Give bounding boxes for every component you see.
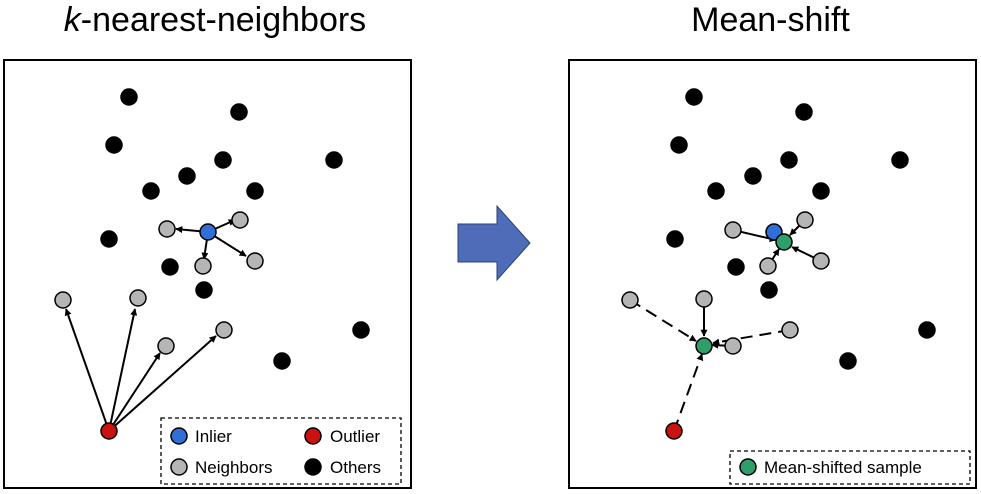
- neighbor-point: [129, 289, 147, 307]
- left-legend: Inlier Outlier Neighbors Others: [160, 417, 402, 485]
- dashed-arrow-neighbor-to-shifted: [712, 329, 791, 346]
- left-panel-frame: [3, 59, 412, 489]
- arrow-outlier-to-neighbor: [108, 352, 161, 432]
- other-point: [744, 167, 762, 185]
- neighbor-point: [759, 257, 777, 275]
- arrow-outlier-to-neighbor: [64, 308, 110, 432]
- other-point: [120, 88, 138, 106]
- dashed-arrow-outlier-to-shifted: [673, 353, 704, 432]
- other-point: [352, 321, 370, 339]
- legend-others-label: Others: [330, 458, 381, 477]
- left-title-rest: -nearest-neighbors: [80, 1, 367, 39]
- other-point: [812, 182, 830, 200]
- legend-neighbors-marker: [170, 458, 188, 476]
- legend-others-marker: [304, 458, 322, 476]
- neighbor-point: [157, 337, 175, 355]
- neighbor-point: [812, 252, 830, 270]
- legend-outlier-marker: [304, 427, 322, 445]
- right-panel-frame: [568, 59, 977, 489]
- neighbor-point: [215, 321, 233, 339]
- outlier-point: [100, 422, 118, 440]
- outlier-point: [665, 422, 683, 440]
- other-point: [105, 136, 123, 154]
- neighbor-point: [724, 337, 742, 355]
- other-point: [161, 258, 179, 276]
- dashed-arrow-neighbor-to-shifted: [629, 299, 697, 342]
- other-point: [795, 103, 813, 121]
- other-point: [325, 151, 343, 169]
- right-legend-box: [729, 450, 971, 485]
- neighbor-point: [54, 291, 72, 309]
- other-point: [670, 136, 688, 154]
- other-point: [100, 230, 118, 248]
- legend-mean-shifted-marker: [739, 458, 757, 476]
- other-point: [214, 151, 232, 169]
- other-point: [666, 230, 684, 248]
- legend-outlier-label: Outlier: [330, 427, 380, 446]
- other-point: [142, 182, 160, 200]
- mean-shifted-point: [775, 233, 793, 251]
- arrow-outlier-to-neighbor: [108, 335, 217, 432]
- neighbor-point: [695, 290, 713, 308]
- transition-arrow-icon: [457, 204, 531, 282]
- other-point: [246, 182, 264, 200]
- other-point: [195, 281, 213, 299]
- other-point: [178, 167, 196, 185]
- legend-neighbors-label: Neighbors: [195, 458, 273, 477]
- mean-shifted-point: [695, 337, 713, 355]
- neighbor-point: [796, 211, 814, 229]
- left-title-k: k: [63, 1, 81, 39]
- right-panel-title: Mean-shift: [691, 1, 850, 39]
- other-point: [685, 88, 703, 106]
- arrow-outlier-to-neighbor: [108, 308, 138, 432]
- neighbor-point: [231, 211, 249, 229]
- other-point: [273, 352, 291, 370]
- other-point: [727, 258, 745, 276]
- legend-inlier-marker: [170, 427, 188, 445]
- other-point: [707, 182, 725, 200]
- neighbor-point: [246, 252, 264, 270]
- other-point: [780, 151, 798, 169]
- legend-inlier-label: Inlier: [195, 427, 232, 446]
- neighbor-point: [158, 220, 176, 238]
- right-legend: Mean-shifted sample: [729, 450, 971, 485]
- other-point: [230, 103, 248, 121]
- inlier-point: [199, 223, 217, 241]
- other-point: [918, 321, 936, 339]
- other-point: [760, 281, 778, 299]
- left-legend-box: [160, 417, 402, 485]
- legend-mean-shifted-label: Mean-shifted sample: [764, 458, 922, 477]
- neighbor-point: [194, 257, 212, 275]
- neighbor-point: [724, 221, 742, 239]
- neighbor-point: [621, 291, 639, 309]
- other-point: [891, 151, 909, 169]
- left-panel-title: k-nearest-neighbors: [0, 0, 430, 40]
- other-point: [839, 352, 857, 370]
- neighbor-point: [781, 321, 799, 339]
